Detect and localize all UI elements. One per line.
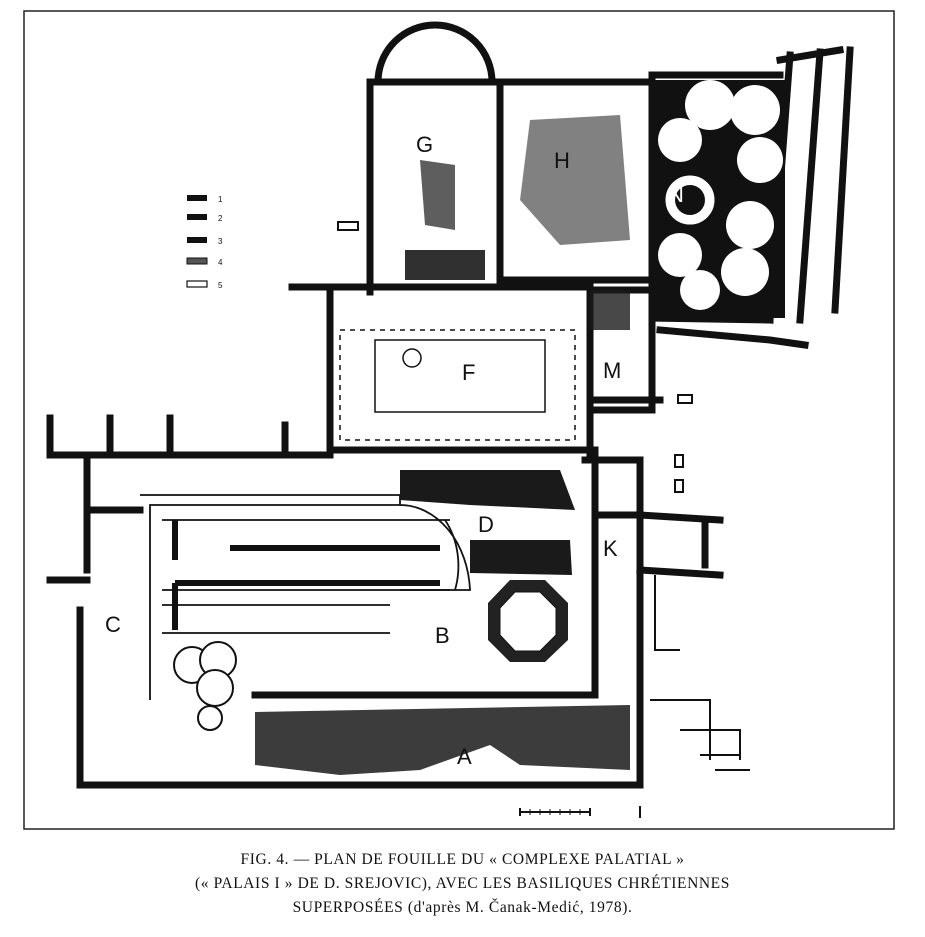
room-label-d: D <box>478 512 494 537</box>
basilica-walls <box>172 520 440 630</box>
legend-swatch-4 <box>186 257 208 265</box>
excavation-plan: 1 2 3 4 5 <box>23 10 895 830</box>
room-label-b: B <box>435 623 450 648</box>
room-label-a: A <box>457 744 472 769</box>
caption-line-2: (« PALAIS I » DE D. SREJOVIC), AVEC LES … <box>195 875 730 892</box>
caption-line-3: SUPERPOSÉES (d'après M. Čanak-Medić, 197… <box>292 899 633 916</box>
room-label-g: G <box>416 132 433 157</box>
legend-label-5: 5 <box>218 281 223 290</box>
caption-line-1: FIG. 4. — PLAN DE FOUILLE DU « COMPLEXE … <box>240 851 685 868</box>
legend-label-1: 1 <box>218 195 223 204</box>
legend-swatch-3 <box>187 237 207 243</box>
room-f-outline <box>339 329 576 441</box>
room-label-o: O <box>702 246 719 271</box>
room-label-k: K <box>603 536 618 561</box>
baths-complex <box>655 80 785 318</box>
room-label-f: F <box>462 360 475 385</box>
fragments-right <box>337 221 750 771</box>
figure-caption: FIG. 4. — PLAN DE FOUILLE DU « COMPLEXE … <box>0 848 925 920</box>
legend: 1 2 3 4 5 <box>186 195 223 290</box>
legend-label-2: 2 <box>218 214 223 223</box>
christian-basilica <box>140 494 471 700</box>
room-label-c: C <box>105 612 121 637</box>
legend-swatch-2 <box>187 214 207 220</box>
plan-frame <box>23 10 895 830</box>
scale-bar <box>519 806 641 818</box>
room-label-h: H <box>554 148 570 173</box>
legend-label-4: 4 <box>218 258 223 267</box>
room-labels: A B C D F G H K M N O P <box>105 132 725 769</box>
legend-swatch-1 <box>187 195 207 201</box>
legend-swatch-5 <box>186 280 208 288</box>
legend-label-3: 3 <box>218 237 223 246</box>
room-label-p: P <box>710 132 725 157</box>
trefoil-chapel <box>173 641 237 731</box>
room-label-m: M <box>603 358 621 383</box>
room-label-n: N <box>668 182 684 207</box>
mosaic-remains <box>255 115 630 775</box>
octagonal-room <box>488 580 568 662</box>
